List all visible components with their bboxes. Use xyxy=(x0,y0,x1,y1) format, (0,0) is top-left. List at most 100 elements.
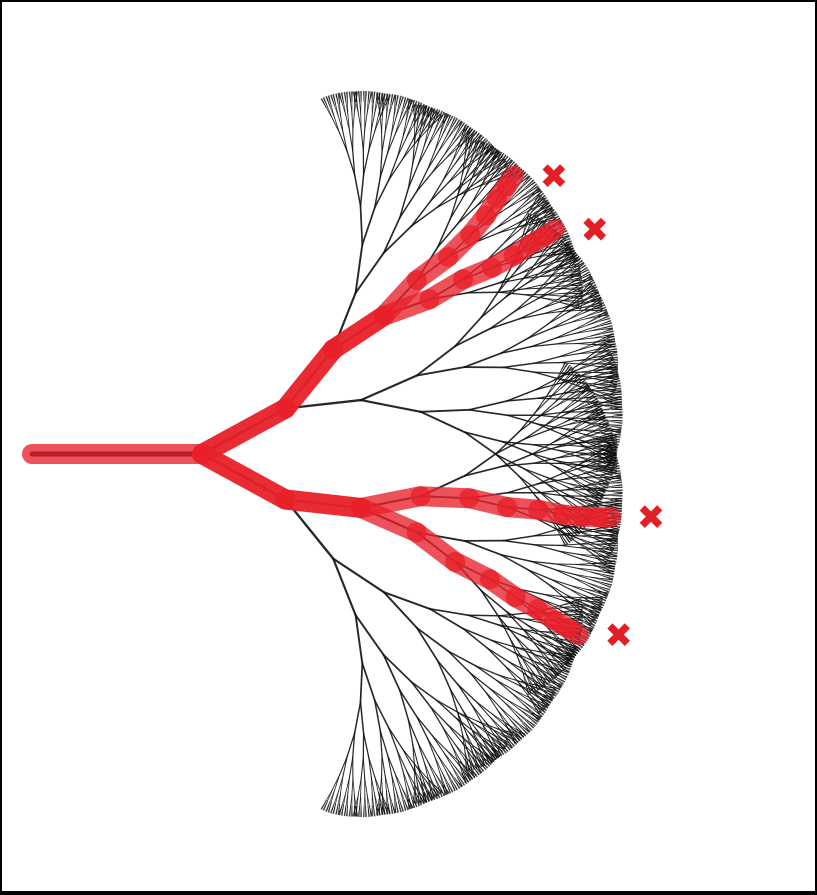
tree-branch xyxy=(508,662,524,674)
tree-branch xyxy=(576,564,592,565)
tree-branch xyxy=(353,115,354,131)
tree-branch xyxy=(365,101,366,114)
tree-branch xyxy=(520,314,544,319)
tree-branch xyxy=(380,776,381,792)
highlight-path-4-segment xyxy=(568,628,579,635)
tree-branch xyxy=(438,756,445,770)
tree-branch xyxy=(524,199,535,206)
tree-branch xyxy=(352,778,353,794)
tree-branch xyxy=(455,329,490,346)
tree-branch xyxy=(595,541,608,542)
tree-branch xyxy=(490,319,520,329)
pruned-x-icon: ✖ xyxy=(604,616,633,656)
tree-branch xyxy=(350,758,353,778)
pruned-x-icon: ✖ xyxy=(637,498,666,538)
tree-branch xyxy=(361,758,363,778)
tree-branch xyxy=(442,772,447,784)
tree-branch xyxy=(526,274,544,284)
tree-branch xyxy=(612,418,622,419)
tree-branch xyxy=(421,412,465,432)
tree-branch xyxy=(611,501,621,502)
tree-branch xyxy=(362,663,374,700)
tree-branch xyxy=(592,543,604,548)
tree-branch xyxy=(400,788,403,800)
tree-branch xyxy=(535,399,549,413)
tree-branch xyxy=(520,308,543,319)
tree-branch xyxy=(496,680,511,693)
tree-branch xyxy=(400,690,417,716)
tree-branch xyxy=(564,490,584,491)
tree-branch xyxy=(361,400,421,412)
highlight-path-1-segment xyxy=(507,176,514,187)
tree-branch xyxy=(611,389,621,390)
tree-branch xyxy=(508,484,538,493)
tree-branch xyxy=(333,775,340,789)
tree-branch xyxy=(469,410,508,416)
tree-branch xyxy=(400,690,409,720)
tree-branch xyxy=(503,367,534,372)
tree-branch xyxy=(599,488,612,489)
tree-branch xyxy=(498,625,521,635)
tree-branch xyxy=(534,363,559,364)
tree-branch xyxy=(463,629,487,649)
tree-branch xyxy=(417,367,465,376)
tree-branch xyxy=(364,151,369,175)
tree-branch xyxy=(361,206,363,245)
tree-branch xyxy=(612,485,622,486)
tree-branch xyxy=(542,276,558,277)
tree-branch xyxy=(470,673,490,689)
tree-branch xyxy=(328,802,331,812)
tree-branch xyxy=(506,699,519,709)
tree-branch xyxy=(361,376,417,401)
tree-branch xyxy=(503,536,534,541)
tree-branch xyxy=(486,692,497,709)
tree-branch xyxy=(612,494,622,495)
tree-branch xyxy=(470,673,486,692)
tree-branch xyxy=(577,365,592,370)
tree-branch xyxy=(586,479,598,484)
tree-branch xyxy=(384,655,412,682)
tree-branch xyxy=(364,794,365,807)
tree-branch xyxy=(335,118,340,133)
tree-branch xyxy=(573,578,587,585)
highlight-path-4-segment xyxy=(202,454,285,500)
tree-branch xyxy=(384,655,400,690)
tree-branch xyxy=(330,790,335,802)
tree-branch xyxy=(408,111,413,123)
tree-branch xyxy=(611,386,621,387)
tree-branch xyxy=(576,344,592,345)
tree-branch xyxy=(432,158,446,172)
tree-branch xyxy=(499,613,524,615)
tree-branch xyxy=(417,628,448,651)
tree-branch xyxy=(508,415,538,424)
tree-branch xyxy=(599,398,612,399)
tree-branch xyxy=(511,693,523,704)
highlight-path-2-segment xyxy=(285,349,333,408)
tree-branch xyxy=(589,326,601,329)
tree-branch xyxy=(384,218,400,253)
tree-branch xyxy=(558,354,578,357)
tree-branch xyxy=(564,412,584,413)
tree-branch xyxy=(579,536,595,538)
tree-branch xyxy=(492,640,514,652)
tree-branch xyxy=(503,541,534,545)
tree-branch xyxy=(326,789,332,800)
highlight-path-2-segment xyxy=(202,409,285,455)
tree-branch xyxy=(505,229,520,242)
tree-branch xyxy=(448,651,470,673)
tree-branch xyxy=(380,104,381,117)
tree-branch xyxy=(559,545,579,547)
tree-branch xyxy=(498,625,522,630)
tree-branch xyxy=(361,175,364,206)
tree-branch xyxy=(503,363,534,367)
tree-branch xyxy=(355,175,361,206)
tree-branch xyxy=(458,713,475,724)
tree-branch xyxy=(359,91,360,101)
tree-branch xyxy=(589,579,601,584)
tree-branch xyxy=(417,628,438,661)
tree-branch xyxy=(539,406,556,417)
tree-branch xyxy=(362,208,374,245)
tree-branch xyxy=(588,583,600,588)
